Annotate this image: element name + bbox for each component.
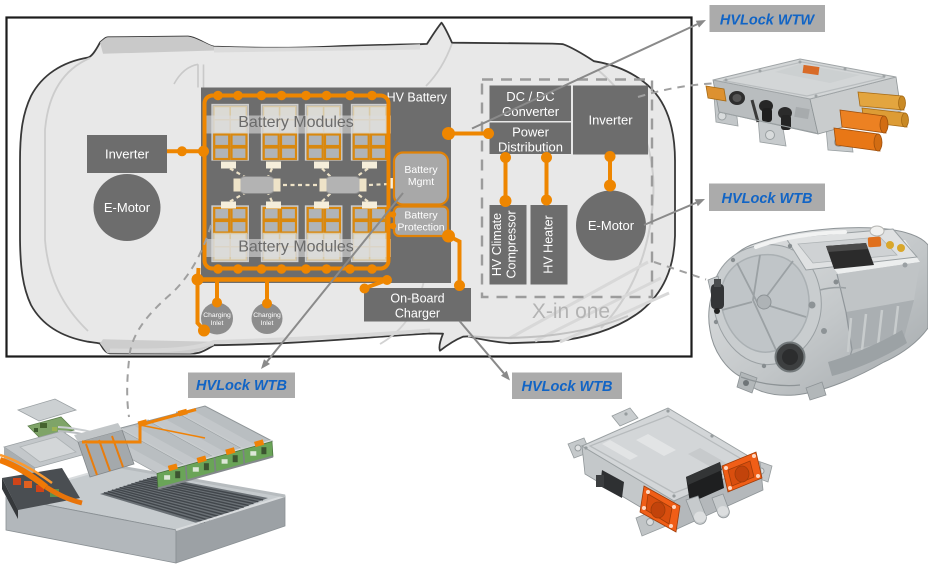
svg-text:Inverter: Inverter [105, 147, 150, 162]
svg-text:Inlet: Inlet [261, 320, 274, 327]
svg-text:Battery: Battery [404, 164, 438, 176]
svg-text:Charging: Charging [253, 312, 281, 319]
svg-text:Battery Modules: Battery Modules [238, 239, 354, 256]
svg-text:HVLock WTB: HVLock WTB [721, 191, 812, 207]
svg-text:E-Motor: E-Motor [104, 200, 151, 215]
svg-text:HV Climate: HV Climate [490, 213, 504, 276]
svg-text:HV Battery: HV Battery [387, 91, 448, 105]
svg-text:On-Board: On-Board [390, 292, 444, 306]
svg-text:Battery: Battery [404, 210, 438, 222]
svg-text:Power: Power [512, 125, 550, 140]
svg-text:Battery Modules: Battery Modules [238, 114, 354, 131]
svg-text:X-in one: X-in one [532, 300, 610, 323]
svg-text:Charger: Charger [395, 307, 440, 321]
svg-text:Inlet: Inlet [211, 320, 224, 327]
svg-text:Inverter: Inverter [588, 113, 633, 128]
svg-text:HVLock WTB: HVLock WTB [521, 379, 612, 395]
svg-text:Mgmt: Mgmt [408, 176, 434, 188]
svg-text:HV Heater: HV Heater [542, 215, 556, 273]
svg-text:E-Motor: E-Motor [588, 218, 635, 233]
svg-text:Protection: Protection [397, 222, 444, 234]
svg-text:HVLock WTW: HVLock WTW [720, 13, 816, 29]
svg-text:Charging: Charging [203, 312, 231, 319]
svg-text:Compressor: Compressor [505, 210, 519, 278]
svg-text:DC / DC: DC / DC [506, 89, 554, 104]
svg-text:HVLock WTB: HVLock WTB [196, 378, 287, 394]
svg-text:Distribution: Distribution [498, 140, 563, 155]
